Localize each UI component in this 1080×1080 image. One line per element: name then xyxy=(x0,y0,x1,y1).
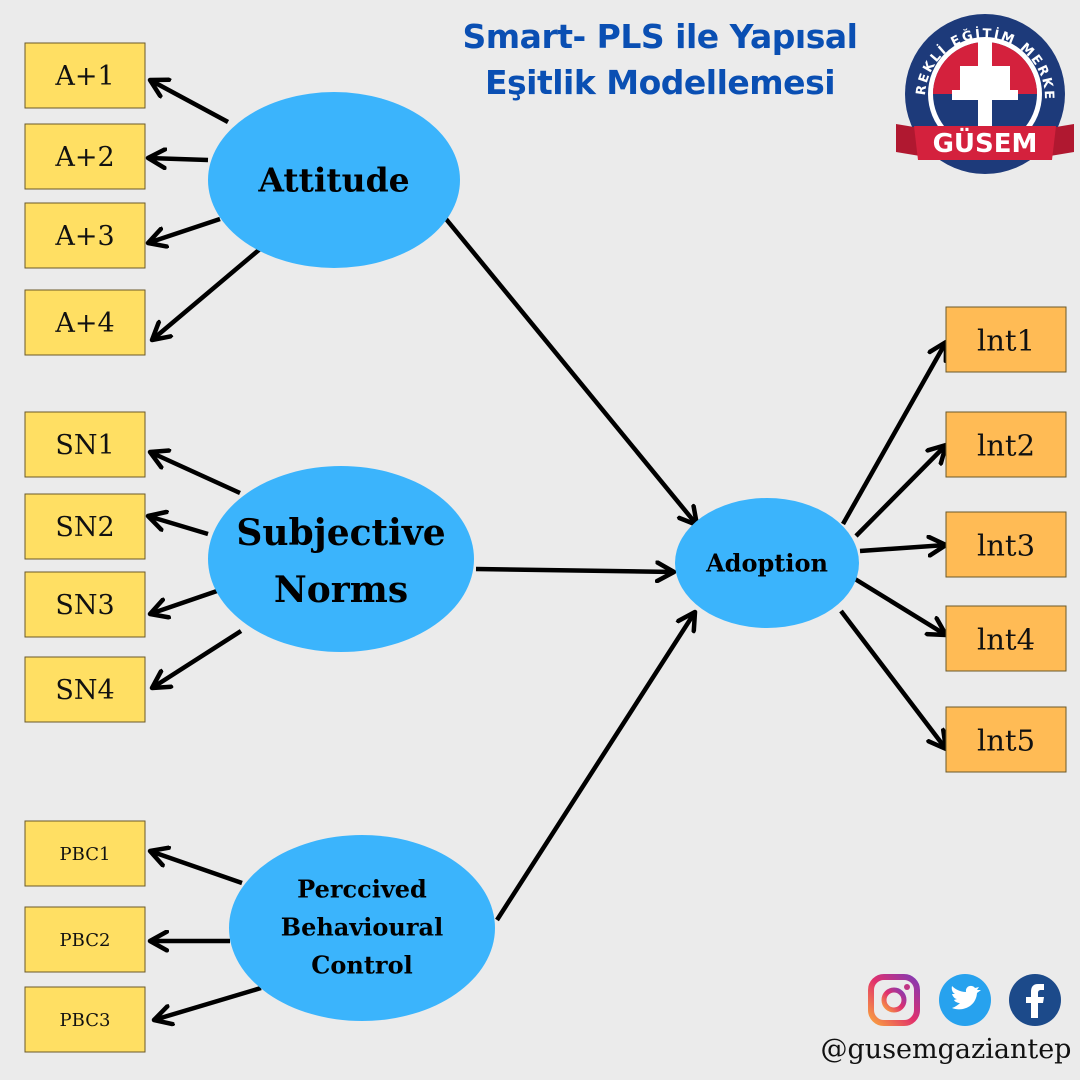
indicator-label: lnt5 xyxy=(977,724,1035,758)
indicator-a1[interactable]: A+1 xyxy=(24,42,146,109)
indicator-box xyxy=(945,605,1067,672)
loading-arrow-int5 xyxy=(839,609,946,749)
loading-arrow-pbc1 xyxy=(150,851,243,886)
logo-ribbon-text: GÜSEM xyxy=(933,126,1038,159)
construct-label: Adoption xyxy=(705,549,828,578)
indicator-pbc2[interactable]: PBC2 xyxy=(24,906,146,973)
path-arrow-pbc-to-adoption xyxy=(495,612,695,922)
construct-label: Control xyxy=(311,951,412,980)
loading-arrow-sn4 xyxy=(152,629,243,688)
indicator-label: SN3 xyxy=(55,590,114,621)
indicator-box xyxy=(945,306,1067,373)
gusem-logo: SÜREKLİ EĞİTİM MERKEZİ GÜSEM xyxy=(892,6,1074,174)
indicator-int2[interactable]: lnt2 xyxy=(945,411,1067,478)
social-handle[interactable]: @gusemgaziantep xyxy=(820,1034,1072,1065)
indicator-box xyxy=(24,820,146,887)
indicator-int5[interactable]: lnt5 xyxy=(945,706,1067,773)
indicator-box xyxy=(24,571,146,638)
construct-label: Subjective xyxy=(236,512,445,554)
indicator-label: A+3 xyxy=(54,221,114,252)
loading-arrow-int3 xyxy=(859,545,946,551)
indicator-box xyxy=(945,511,1067,578)
construct-label: Attitude xyxy=(257,161,409,200)
indicator-label: SN1 xyxy=(55,430,114,461)
indicator-a2[interactable]: A+2 xyxy=(24,123,146,190)
loading-arrow-sn3 xyxy=(150,588,218,614)
indicator-int4[interactable]: lnt4 xyxy=(945,605,1067,672)
indicator-label: A+4 xyxy=(54,308,114,339)
facebook-icon[interactable] xyxy=(1009,974,1061,1026)
social-icons xyxy=(868,974,1061,1026)
logo-globe-top xyxy=(933,42,1037,94)
construct-ellipse xyxy=(229,835,495,1021)
indicator-label: lnt1 xyxy=(977,324,1035,358)
construct-label: Perccived xyxy=(297,875,427,904)
loading-arrow-a4 xyxy=(152,247,262,340)
twitter-icon[interactable] xyxy=(939,974,991,1026)
construct-attitude[interactable]: Attitude xyxy=(208,92,460,268)
indicator-label: PBC2 xyxy=(60,930,111,951)
loading-arrow-a1 xyxy=(150,80,230,124)
indicator-box xyxy=(24,202,146,269)
construct-ellipse xyxy=(675,498,859,628)
indicator-box xyxy=(945,706,1067,773)
indicator-box xyxy=(24,289,146,356)
constructs-layer: AttitudeSubjectiveNormsPerccivedBehaviou… xyxy=(208,92,859,1021)
loading-arrow-int2 xyxy=(854,445,946,538)
indicator-pbc3[interactable]: PBC3 xyxy=(24,986,146,1053)
indicator-label: lnt4 xyxy=(977,623,1035,657)
title-line-1: Smart- PLS ile Yapısal xyxy=(462,17,858,56)
loading-arrow-int1 xyxy=(841,342,946,526)
logo-ribbon xyxy=(914,126,1056,160)
loading-arrow-a2 xyxy=(148,158,209,160)
construct-ellipse xyxy=(208,466,474,652)
construct-label: Norms xyxy=(274,569,408,611)
indicator-label: PBC1 xyxy=(60,844,111,865)
loading-arrow-pbc3 xyxy=(154,985,262,1020)
title-line-2: Eşitlik Modellemesi xyxy=(484,63,836,102)
loading-arrow-int4 xyxy=(853,577,946,635)
indicator-box xyxy=(24,986,146,1053)
indicator-box xyxy=(24,411,146,478)
indicator-box xyxy=(24,906,146,973)
indicator-int1[interactable]: lnt1 xyxy=(945,306,1067,373)
indicator-label: PBC3 xyxy=(60,1010,111,1031)
page-title: Smart- PLS ile Yapısal Eşitlik Modelleme… xyxy=(420,14,900,106)
indicator-label: A+2 xyxy=(54,142,114,173)
indicator-box xyxy=(24,493,146,560)
construct-ellipse xyxy=(208,92,460,268)
loading-arrow-sn1 xyxy=(150,452,241,496)
indicator-a3[interactable]: A+3 xyxy=(24,202,146,269)
indicator-box xyxy=(945,411,1067,478)
loading-arrow-a3 xyxy=(148,216,221,243)
indicator-int3[interactable]: lnt3 xyxy=(945,511,1067,578)
indicator-label: SN4 xyxy=(55,675,114,706)
indicator-box xyxy=(24,656,146,723)
indicator-label: lnt2 xyxy=(977,429,1035,463)
indicator-sn1[interactable]: SN1 xyxy=(24,411,146,478)
indicator-label: SN2 xyxy=(55,512,114,543)
indicator-pbc1[interactable]: PBC1 xyxy=(24,820,146,887)
indicator-label: lnt3 xyxy=(977,529,1035,563)
indicator-a4[interactable]: A+4 xyxy=(24,289,146,356)
construct-label: Behavioural xyxy=(281,913,443,942)
indicator-label: A+1 xyxy=(54,61,114,92)
instagram-icon[interactable] xyxy=(868,974,920,1026)
indicator-sn4[interactable]: SN4 xyxy=(24,656,146,723)
loading-arrow-sn2 xyxy=(148,516,209,537)
indicator-box xyxy=(24,123,146,190)
indicator-box xyxy=(24,42,146,109)
indicator-sn2[interactable]: SN2 xyxy=(24,493,146,560)
path-arrow-subjective-norms-to-adoption xyxy=(475,569,674,572)
construct-adoption[interactable]: Adoption xyxy=(675,498,859,628)
arrows-layer xyxy=(148,80,946,1020)
indicator-sn3[interactable]: SN3 xyxy=(24,571,146,638)
path-arrow-attitude-to-adoption xyxy=(444,217,697,525)
